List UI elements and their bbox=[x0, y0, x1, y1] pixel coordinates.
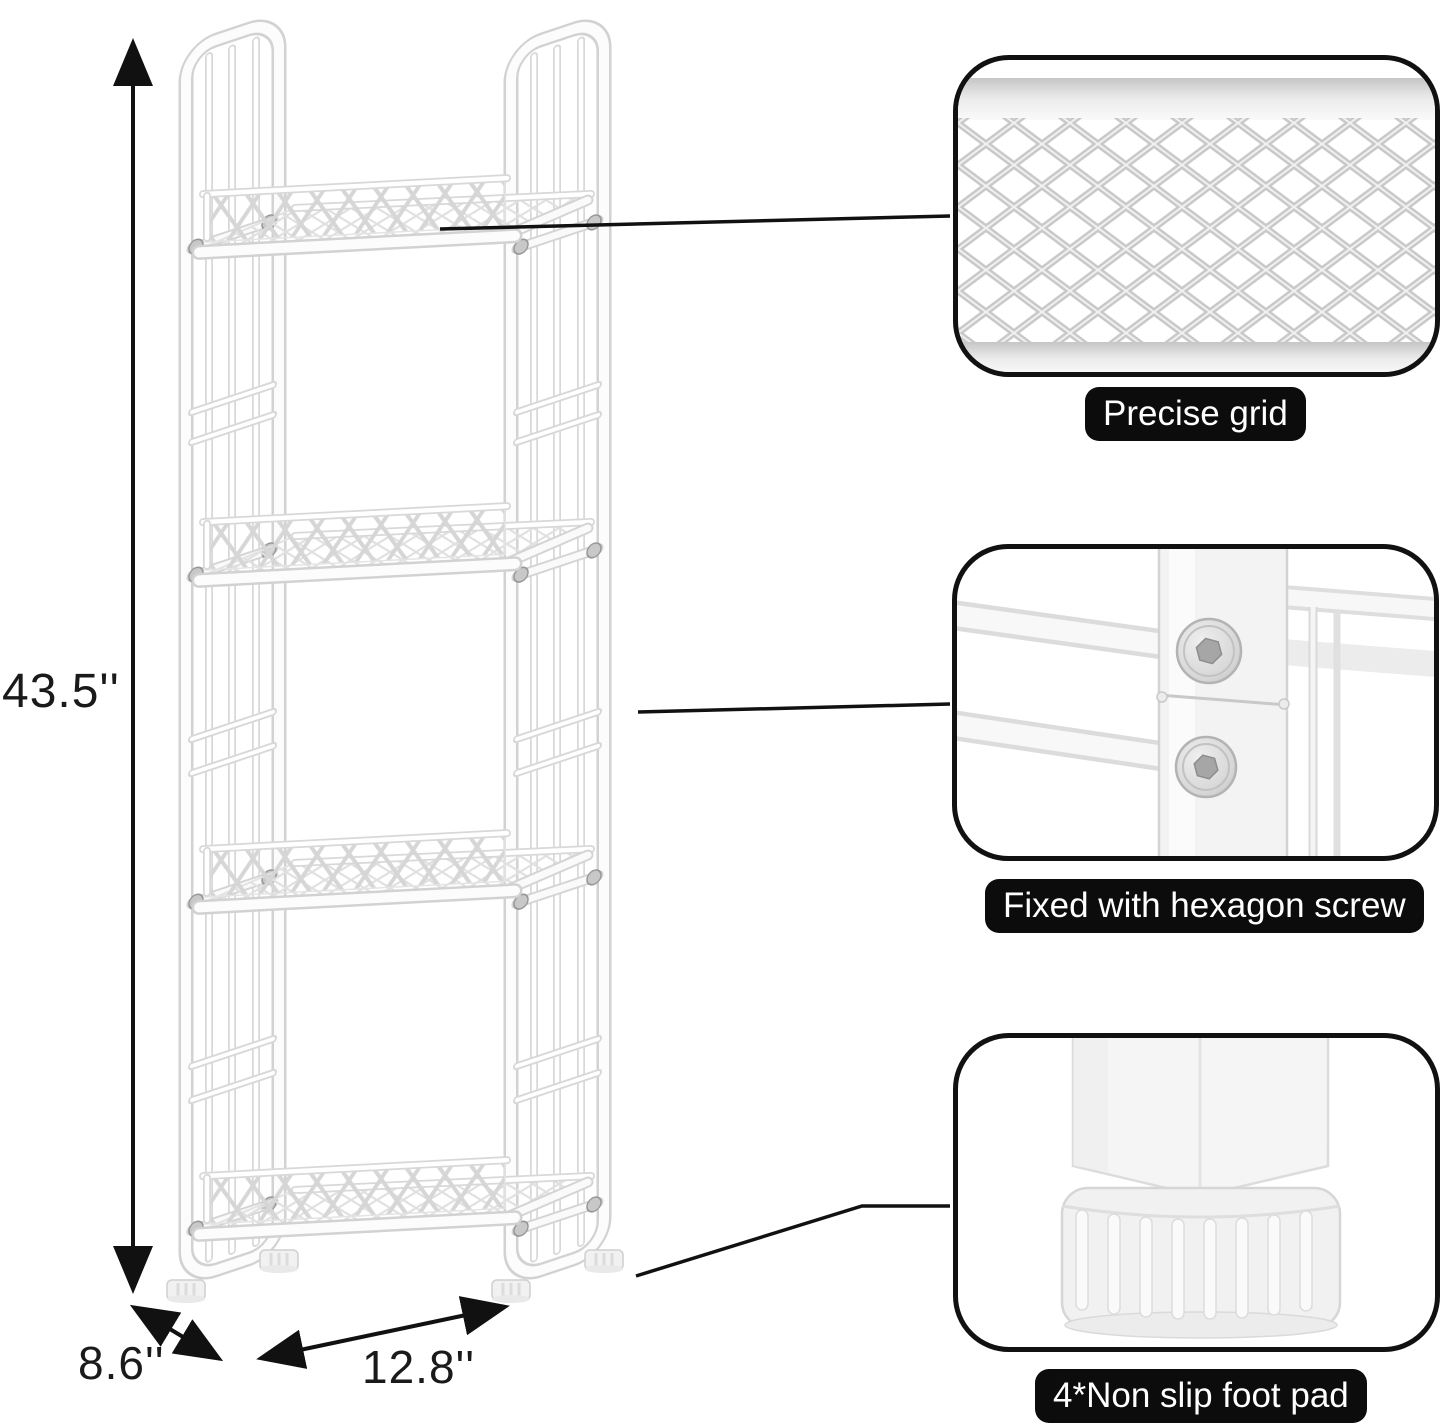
detail-box-foot-pad bbox=[953, 1033, 1440, 1352]
pad-ribs bbox=[1075, 1209, 1313, 1320]
foot-pad-front-left bbox=[166, 1279, 206, 1303]
shelf-tier-2 bbox=[191, 502, 595, 588]
hex-screw-top bbox=[1175, 617, 1243, 685]
detail-box-precise-grid bbox=[953, 55, 1440, 377]
foot-pads bbox=[166, 1249, 624, 1303]
shelf-unit-illustration bbox=[166, 19, 624, 1303]
width-arrow bbox=[256, 1296, 510, 1369]
foot-pad-label: 4*Non slip foot pad bbox=[1035, 1369, 1367, 1423]
foot-pad-rear-right bbox=[584, 1249, 624, 1273]
depth-dimension-label: 8.6'' bbox=[78, 1337, 165, 1389]
foot-pad-rear-left bbox=[259, 1249, 299, 1273]
height-dimension-label: 43.5'' bbox=[2, 665, 120, 718]
callout-line-hexagon-screw bbox=[637, 702, 951, 714]
right-side-frame bbox=[503, 19, 612, 1280]
callout-line-precise-grid bbox=[439, 214, 951, 231]
callout-line-foot-pad bbox=[635, 1204, 950, 1278]
precise-grid-label: Precise grid bbox=[1085, 387, 1306, 441]
foot-pad-icon bbox=[1060, 1038, 1342, 1339]
hexagon-screw-icon bbox=[957, 549, 1434, 856]
hexagon-screw-label: Fixed with hexagon screw bbox=[985, 879, 1424, 933]
shelf-tier-4 bbox=[191, 1156, 595, 1242]
shelf-tier-1 bbox=[191, 174, 595, 260]
foot-pad-front-right bbox=[491, 1279, 531, 1303]
width-dimension-label: 12.8'' bbox=[362, 1341, 476, 1393]
hex-screw-bottom bbox=[1174, 735, 1238, 799]
detail-box-hexagon-screw bbox=[952, 544, 1439, 861]
mesh-detail-icon bbox=[958, 78, 1435, 372]
shelf-tier-3 bbox=[191, 829, 595, 915]
depth-arrow bbox=[129, 1304, 224, 1362]
